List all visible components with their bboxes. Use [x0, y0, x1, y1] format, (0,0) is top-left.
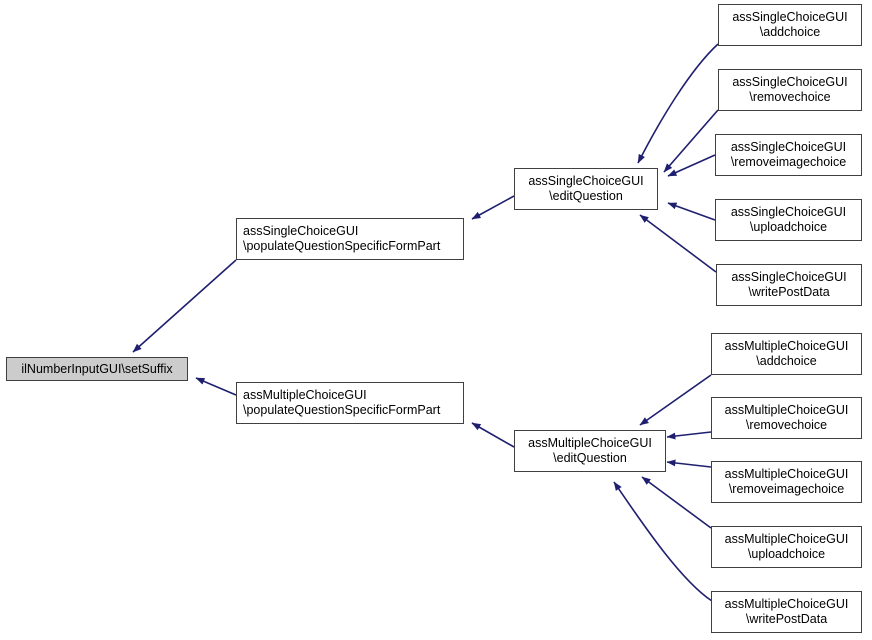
edge-sc-uploadchoice-to-sc-edit: [667, 202, 716, 221]
node-label-line2: \writePostData: [748, 285, 830, 299]
node-label-line1: ilNumberInputGUI\setSuffix: [21, 361, 173, 376]
node-label-line2: \removeimagechoice: [728, 482, 845, 496]
edge-mc-populate-to-root: [195, 377, 237, 396]
node-label-line2: \editQuestion: [549, 189, 623, 203]
node-asssinglechoicegui-removechoice[interactable]: assSingleChoiceGUI \removechoice: [718, 69, 862, 111]
node-label-line1: assMultipleChoiceGUI: [724, 403, 849, 417]
node-assmultiplechoicegui-removeimagechoice[interactable]: assMultipleChoiceGUI \removeimagechoice: [711, 461, 862, 503]
node-asssinglechoicegui-removeimagechoice[interactable]: assSingleChoiceGUI \removeimagechoice: [715, 134, 862, 176]
node-label-line2: \removechoice: [749, 90, 831, 104]
edge-mc-removechoice-to-mc-edit: [666, 431, 712, 440]
edge-mc-removeimagechoice-to-mc-edit: [666, 459, 712, 468]
edge-sc-edit-to-sc-populate: [471, 195, 515, 220]
node-label-line2: \writePostData: [745, 612, 828, 626]
node-label-line1: assSingleChoiceGUI: [732, 10, 848, 24]
edge-mc-uploadchoice-to-mc-edit: [641, 476, 712, 529]
edge-sc-addchoice-to-sc-edit: [637, 43, 719, 164]
node-assmultiplechoicegui-writepostdata[interactable]: assMultipleChoiceGUI \writePostData: [711, 591, 862, 633]
node-label-line1: assMultipleChoiceGUI: [724, 597, 849, 611]
node-label-line1: assSingleChoiceGUI: [730, 205, 847, 219]
node-label-line2: \addchoice: [759, 25, 821, 39]
node-asssinglechoicegui-uploadchoice[interactable]: assSingleChoiceGUI \uploadchoice: [715, 199, 862, 241]
node-label-line2: \populateQuestionSpecificFormPart: [243, 239, 441, 253]
node-assmultiplechoicegui-removechoice[interactable]: assMultipleChoiceGUI \removechoice: [711, 397, 862, 439]
edge-mc-writepostdata-to-mc-edit: [613, 481, 713, 602]
node-label-line1: assMultipleChoiceGUI: [724, 532, 849, 546]
node-label-line1: assMultipleChoiceGUI: [528, 436, 652, 450]
edge-sc-populate-to-root: [132, 259, 237, 353]
edge-mc-addchoice-to-mc-edit: [639, 374, 712, 426]
edge-sc-removechoice-to-sc-edit: [663, 109, 719, 173]
node-label-line2: \removeimagechoice: [730, 155, 847, 169]
node-ilnumberinputgui-setsuffix[interactable]: ilNumberInputGUI\setSuffix: [6, 357, 188, 381]
node-label-line2: \uploadchoice: [749, 220, 828, 234]
node-label-line1: assSingleChoiceGUI: [528, 174, 644, 188]
edge-mc-edit-to-mc-populate: [471, 422, 515, 448]
node-label-line2: \uploadchoice: [747, 547, 826, 561]
node-label-line2: \editQuestion: [553, 451, 627, 465]
node-assmultiplechoicegui-populatequestionspecificformpart[interactable]: assMultipleChoiceGUI \populateQuestionSp…: [236, 382, 464, 424]
node-assmultiplechoicegui-uploadchoice[interactable]: assMultipleChoiceGUI \uploadchoice: [711, 526, 862, 568]
node-label-line1: assSingleChoiceGUI: [731, 270, 847, 284]
node-label-line1: assSingleChoiceGUI: [730, 140, 847, 154]
node-asssinglechoicegui-editquestion[interactable]: assSingleChoiceGUI \editQuestion: [514, 168, 658, 210]
node-label-line2: \removechoice: [745, 418, 828, 432]
node-label-line1: assMultipleChoiceGUI: [243, 388, 367, 402]
node-label-line1: assSingleChoiceGUI: [243, 224, 359, 238]
node-asssinglechoicegui-addchoice[interactable]: assSingleChoiceGUI \addchoice: [718, 4, 862, 46]
node-assmultiplechoicegui-editquestion[interactable]: assMultipleChoiceGUI \editQuestion: [514, 430, 666, 472]
node-label-line2: \addchoice: [756, 354, 817, 368]
node-asssinglechoicegui-populatequestionspecificformpart[interactable]: assSingleChoiceGUI \populateQuestionSpec…: [236, 218, 464, 260]
edge-sc-removeimagechoice-to-sc-edit: [667, 154, 716, 177]
edge-sc-writepostdata-to-sc-edit: [639, 214, 717, 273]
node-label-line1: assMultipleChoiceGUI: [724, 467, 849, 481]
node-label-line2: \populateQuestionSpecificFormPart: [243, 403, 441, 417]
node-asssinglechoicegui-writepostdata[interactable]: assSingleChoiceGUI \writePostData: [716, 264, 862, 306]
node-assmultiplechoicegui-addchoice[interactable]: assMultipleChoiceGUI \addchoice: [711, 333, 862, 375]
node-label-line1: assSingleChoiceGUI: [732, 75, 848, 89]
node-label-line1: assMultipleChoiceGUI: [724, 339, 849, 353]
